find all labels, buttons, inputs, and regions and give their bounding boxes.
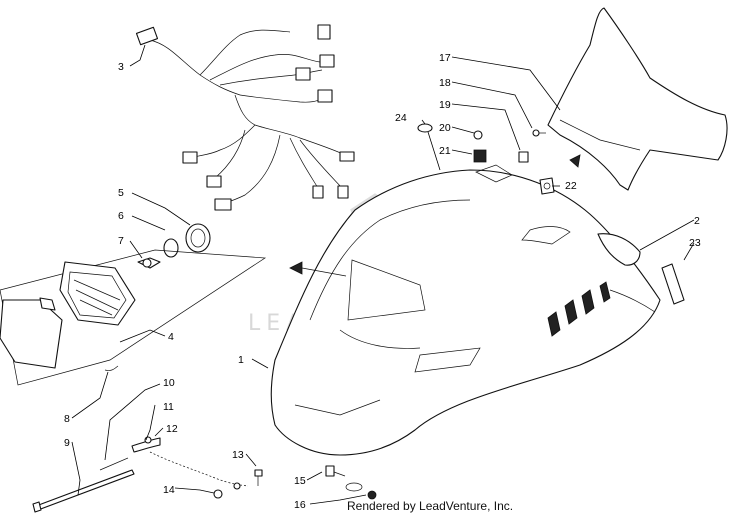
bottom-fasteners bbox=[325, 465, 377, 500]
pointer-arrows bbox=[289, 261, 347, 277]
headlight-assembly bbox=[0, 249, 267, 386]
callout-7: 7 bbox=[118, 235, 124, 247]
adjuster-hardware bbox=[32, 436, 263, 513]
callout-22: 22 bbox=[565, 180, 577, 192]
callout-10: 10 bbox=[163, 377, 175, 389]
callout-24: 24 bbox=[395, 112, 407, 124]
callout-8: 8 bbox=[64, 413, 70, 425]
callout-16: 16 bbox=[294, 499, 306, 511]
callout-4: 4 bbox=[168, 331, 174, 343]
callout-19: 19 bbox=[439, 99, 451, 111]
callout-18: 18 bbox=[439, 77, 451, 89]
callout-3: 3 bbox=[118, 61, 124, 73]
callout-23: 23 bbox=[689, 237, 701, 249]
callout-5: 5 bbox=[118, 187, 124, 199]
callout-12: 12 bbox=[166, 423, 178, 435]
callout-15: 15 bbox=[294, 475, 306, 487]
callout-17: 17 bbox=[439, 52, 451, 64]
callout-20: 20 bbox=[439, 122, 451, 134]
hood bbox=[270, 169, 661, 456]
clip bbox=[104, 365, 119, 371]
bulb-components bbox=[137, 223, 211, 269]
callout-21: 21 bbox=[439, 145, 451, 157]
callout-14: 14 bbox=[163, 484, 175, 496]
latch-pin bbox=[661, 263, 685, 305]
leader-lines bbox=[71, 44, 695, 505]
callout-6: 6 bbox=[118, 210, 124, 222]
callout-1: 1 bbox=[238, 354, 244, 366]
render-credit: Rendered by LeadVenture, Inc. bbox=[347, 499, 514, 513]
callout-13: 13 bbox=[232, 449, 244, 461]
callout-2: 2 bbox=[694, 215, 700, 227]
callout-labels: 3 5 6 7 4 8 9 10 11 12 13 14 1 15 16 17 … bbox=[64, 52, 701, 511]
callout-11: 11 bbox=[163, 401, 174, 413]
side-decal bbox=[597, 233, 641, 266]
windshield bbox=[532, 7, 728, 191]
callout-9: 9 bbox=[64, 437, 70, 449]
wiring-harness bbox=[135, 24, 355, 211]
hood-fasteners bbox=[417, 123, 555, 195]
